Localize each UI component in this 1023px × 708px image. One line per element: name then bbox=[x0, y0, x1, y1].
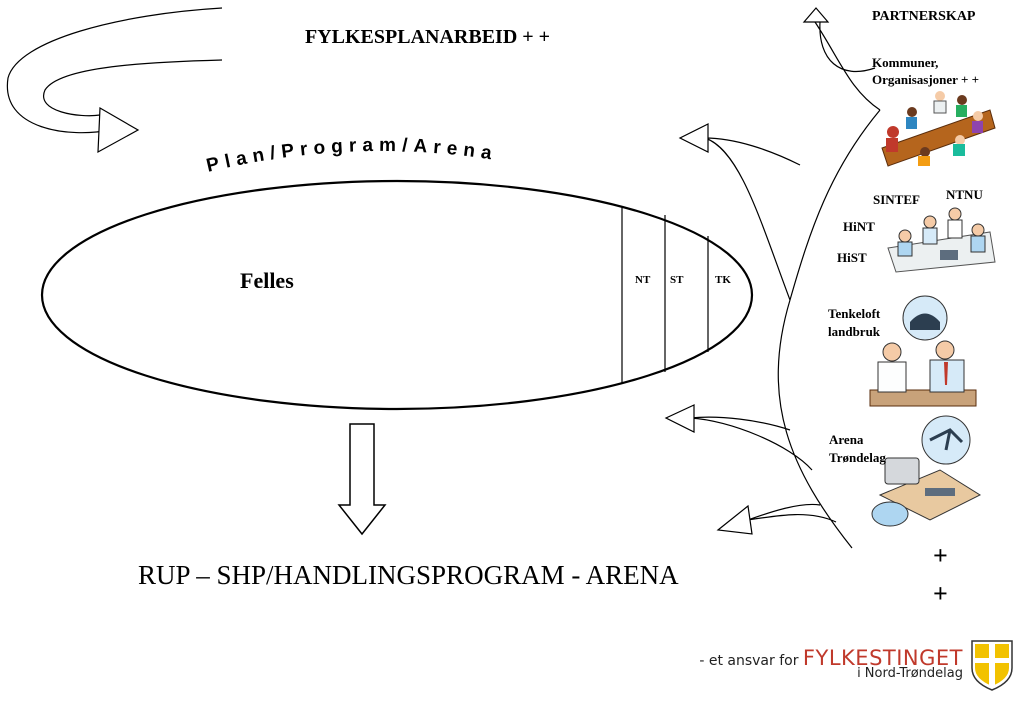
ellipse-main-label: Felles bbox=[240, 268, 294, 293]
review-clipart bbox=[869, 295, 977, 407]
bottom-heading: RUP – SHP/HANDLINGSPROGRAM - ARENA bbox=[138, 560, 679, 590]
arrow-head-middle bbox=[664, 404, 695, 433]
arrow-head-bottom bbox=[716, 504, 753, 535]
partners-heading: PARTNERSKAP bbox=[872, 9, 976, 24]
partner-kommuner-line2: Organisasjoner + + bbox=[872, 72, 980, 87]
down-arrow bbox=[337, 423, 387, 536]
partner-tree-lines bbox=[689, 21, 881, 549]
page-title: FYLKESPLANARBEID + + bbox=[305, 26, 551, 48]
footer-region: i Nord-Trøndelag bbox=[857, 666, 963, 681]
feedback-arrow bbox=[6, 7, 223, 134]
partner-arena-line2: Trøndelag bbox=[829, 450, 886, 465]
machine-clipart bbox=[871, 415, 982, 527]
meeting-clipart bbox=[881, 91, 996, 167]
arrow-head-ellipse bbox=[678, 123, 709, 153]
plus-sign: + bbox=[933, 541, 948, 570]
partner-tenkeloft-line2: landbruk bbox=[828, 324, 881, 339]
arrow-head-top bbox=[802, 7, 830, 23]
column-label-st: ST bbox=[670, 274, 684, 286]
arc-label: Plan/Program/Arena bbox=[204, 135, 499, 177]
partner-tenkeloft-line1: Tenkeloft bbox=[828, 306, 881, 321]
footer-line1: - et ansvar for FYLKESTINGET bbox=[699, 646, 963, 670]
feedback-arrow-head bbox=[97, 106, 140, 154]
partner-ntnu: NTNU bbox=[946, 187, 983, 202]
county-shield-logo bbox=[971, 640, 1013, 691]
partner-hist: HiST bbox=[837, 250, 867, 265]
plus-sign: + bbox=[933, 579, 948, 608]
workgroup-clipart bbox=[887, 207, 996, 273]
plan-ellipse bbox=[40, 179, 754, 411]
partner-arena-line1: Arena bbox=[829, 432, 864, 447]
footer-prefix: - et ansvar for bbox=[699, 653, 803, 669]
footer-brand: FYLKESTINGET bbox=[802, 646, 963, 670]
partner-hint: HiNT bbox=[843, 219, 875, 234]
column-label-nt: NT bbox=[635, 274, 651, 286]
partner-kommuner-line1: Kommuner, bbox=[872, 55, 939, 70]
partner-sintef: SINTEF bbox=[873, 192, 920, 207]
column-label-tk: TK bbox=[715, 274, 731, 286]
